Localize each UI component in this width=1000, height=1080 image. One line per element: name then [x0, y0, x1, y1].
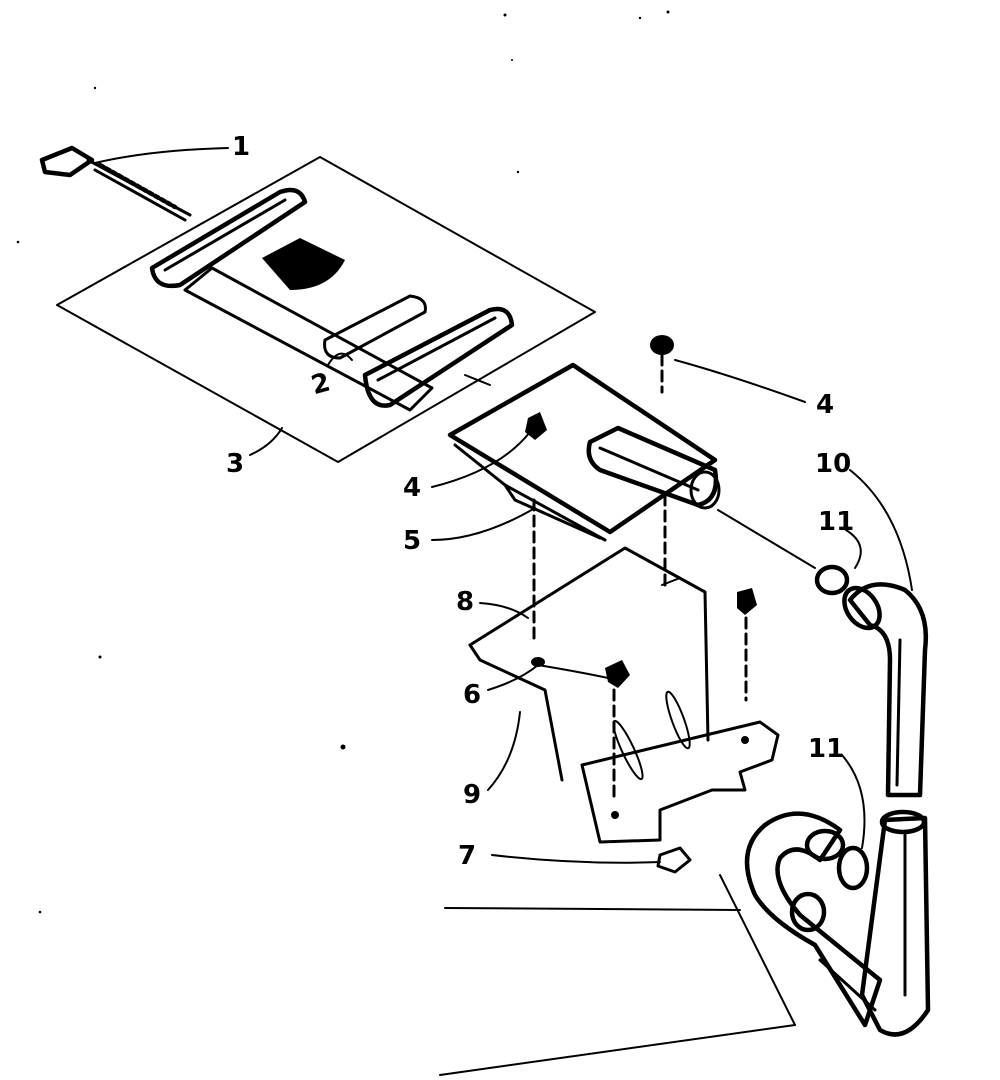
callout-1: 1 — [232, 132, 250, 162]
part-4-screw-upper — [650, 335, 674, 394]
callout-2: 2 — [308, 367, 333, 401]
part-6-screw-left — [531, 657, 545, 667]
part-11-clamp-lower — [836, 845, 870, 891]
callout-6: 6 — [463, 680, 481, 710]
leader-lines — [94, 147, 913, 864]
ground-lines — [439, 874, 796, 1076]
part-10-tubing — [744, 582, 931, 1037]
part-6-screw-right — [605, 660, 630, 802]
callout-10: 10 — [815, 449, 851, 479]
part-9-lower-bracket — [580, 690, 780, 844]
part-8-mounting-plate — [468, 546, 710, 782]
callout-8: 8 — [456, 587, 474, 617]
callout-11-lower: 11 — [808, 734, 844, 764]
part-2-vent-grille — [149, 187, 515, 412]
callout-4-middle: 4 — [403, 473, 421, 503]
callout-4-upper: 4 — [816, 390, 834, 420]
callout-5: 5 — [403, 526, 421, 556]
part-4-screw-middle — [525, 412, 547, 642]
part-11-clamp-upper — [814, 564, 850, 596]
bracket-tray — [447, 362, 721, 542]
callout-11-upper: 11 — [818, 507, 854, 537]
screw-right-upper — [737, 588, 757, 702]
scan-noise — [16, 10, 670, 914]
alignment-lines — [464, 374, 816, 587]
callout-3: 3 — [226, 449, 244, 479]
callout-9: 9 — [463, 780, 481, 810]
callout-7: 7 — [458, 841, 476, 871]
part-3-panel-outline — [56, 156, 596, 463]
part-1-handle-rod — [39, 145, 192, 222]
part-7-clip — [656, 846, 692, 874]
